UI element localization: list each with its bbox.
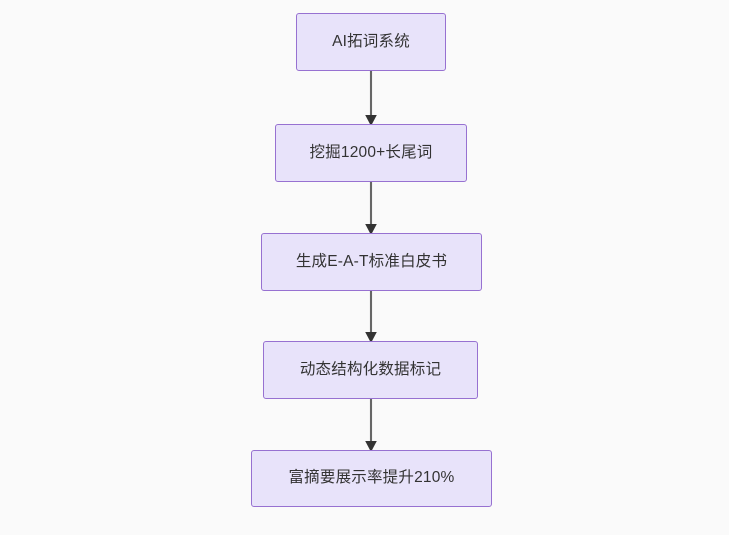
flow-node-dynamic-structured-data-markup[interactable]: 动态结构化数据标记	[263, 341, 478, 399]
flow-node-label: 动态结构化数据标记	[299, 360, 442, 378]
flow-node-rich-snippet-impression-uplift[interactable]: 富摘要展示率提升210%	[251, 450, 492, 507]
edge-n1-to-n2	[355, 68, 387, 128]
flow-node-label: 挖掘1200+长尾词	[309, 143, 433, 161]
edge-n4-to-n5	[355, 396, 387, 454]
flow-node-generate-eat-whitepaper[interactable]: 生成E-A-T标准白皮书	[261, 233, 482, 291]
edge-n2-to-n3	[355, 179, 387, 237]
flow-node-mine-longtail-keywords[interactable]: 挖掘1200+长尾词	[275, 124, 467, 182]
flow-node-label: 生成E-A-T标准白皮书	[295, 252, 448, 270]
edge-n3-to-n4	[355, 288, 387, 345]
flow-node-label: 富摘要展示率提升210%	[288, 469, 455, 487]
flow-node-ai-keyword-system[interactable]: AI拓词系统	[296, 13, 446, 71]
flow-node-label: AI拓词系统	[332, 32, 410, 50]
